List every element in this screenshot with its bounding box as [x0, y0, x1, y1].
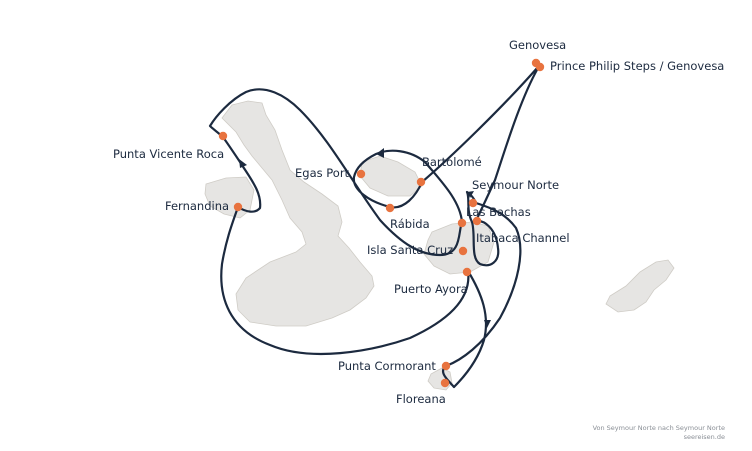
label-floreana: Floreana: [396, 392, 446, 406]
label-santa-cruz: Isla Santa Cruz: [367, 243, 453, 257]
stop-marker-floreana[interactable]: [440, 378, 450, 388]
label-las-bachas: Las Bachas: [466, 205, 531, 219]
stop-marker-puerto-ayora[interactable]: [462, 267, 472, 277]
cruise-route: [208, 65, 542, 389]
route-path: [208, 65, 542, 389]
direction-arrow-icon: [467, 191, 474, 198]
stop-marker-bartolome[interactable]: [416, 177, 426, 187]
label-prince-philip: Prince Philip Steps / Genovesa: [550, 59, 724, 73]
label-fernandina: Fernandina: [165, 199, 229, 213]
stop-marker-rabida[interactable]: [385, 203, 395, 213]
stops: [218, 58, 545, 388]
direction-arrow-icon: [376, 148, 384, 158]
stop-marker-punta-cormorant[interactable]: [441, 361, 451, 371]
stop-marker-seymour-norte[interactable]: [468, 198, 478, 208]
san-cristobal-island: [605, 259, 675, 313]
stop-labels: Genovesa Prince Philip Steps / Genovesa …: [113, 38, 724, 406]
credit-route-caption: Von Seymour Norte nach Seymour Norte: [592, 424, 725, 432]
label-seymour-norte: Seymour Norte: [472, 178, 559, 192]
stop-marker-prince-philip[interactable]: [535, 62, 545, 72]
stop-marker-las-bachas[interactable]: [457, 218, 467, 228]
label-puerto-ayora: Puerto Ayora: [394, 282, 468, 296]
stop-marker-fernandina[interactable]: [233, 202, 243, 212]
direction-arrow-icon: [484, 320, 491, 328]
label-egas-port: Egas Port: [295, 166, 350, 180]
islands: [204, 100, 675, 391]
label-rabida: Rábida: [390, 217, 430, 231]
label-punta-vicente-roca: Punta Vicente Roca: [113, 147, 224, 161]
credit-site[interactable]: seereisen.de: [683, 433, 725, 441]
stop-marker-santa-cruz[interactable]: [458, 246, 468, 256]
label-punta-cormorant: Punta Cormorant: [338, 359, 436, 373]
stop-marker-egas-port[interactable]: [356, 169, 366, 179]
label-itabaca: Itabaca Channel: [476, 231, 570, 245]
label-genovesa: Genovesa: [509, 38, 566, 52]
direction-arrow-icon: [239, 159, 247, 168]
isabela-island: [221, 100, 375, 327]
stop-marker-itabaca[interactable]: [472, 216, 482, 226]
label-bartolome: Bartolomé: [422, 155, 482, 169]
santiago-island: [359, 155, 423, 197]
stop-marker-punta-vicente-roca[interactable]: [218, 131, 228, 141]
map-credit: Von Seymour Norte nach Seymour Norte see…: [593, 424, 725, 442]
